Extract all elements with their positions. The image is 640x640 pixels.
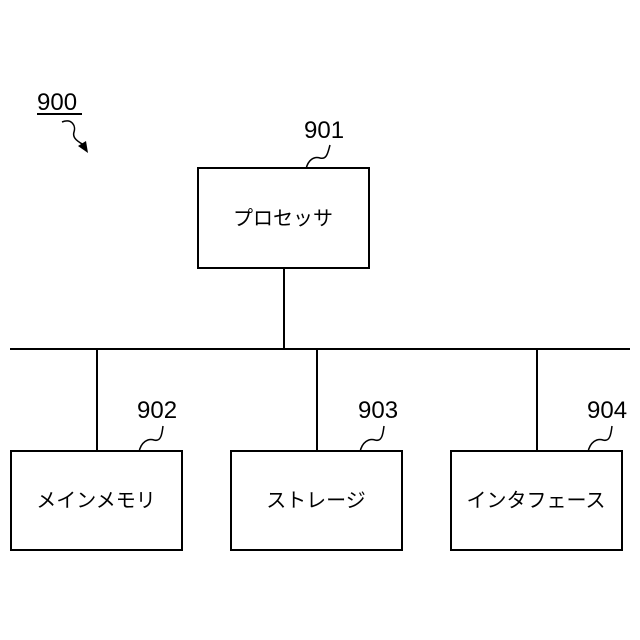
main-memory-ref-number: 902	[137, 397, 177, 424]
storage-label: ストレージ	[266, 488, 366, 512]
main-memory-label: メインメモリ	[36, 488, 155, 512]
storage-ref-leader	[360, 426, 384, 452]
interface-label: インタフェース	[467, 488, 606, 512]
processor-ref-leader	[306, 145, 330, 169]
main-memory-ref-leader	[139, 426, 163, 452]
interface-ref-number: 904	[587, 397, 627, 424]
processor-ref-number: 901	[304, 117, 344, 144]
figure-arrow	[62, 121, 86, 146]
figure-number: 900	[37, 89, 77, 116]
interface-ref-leader	[588, 426, 612, 452]
processor-label: プロセッサ	[233, 206, 333, 230]
storage-ref-number: 903	[358, 397, 398, 424]
